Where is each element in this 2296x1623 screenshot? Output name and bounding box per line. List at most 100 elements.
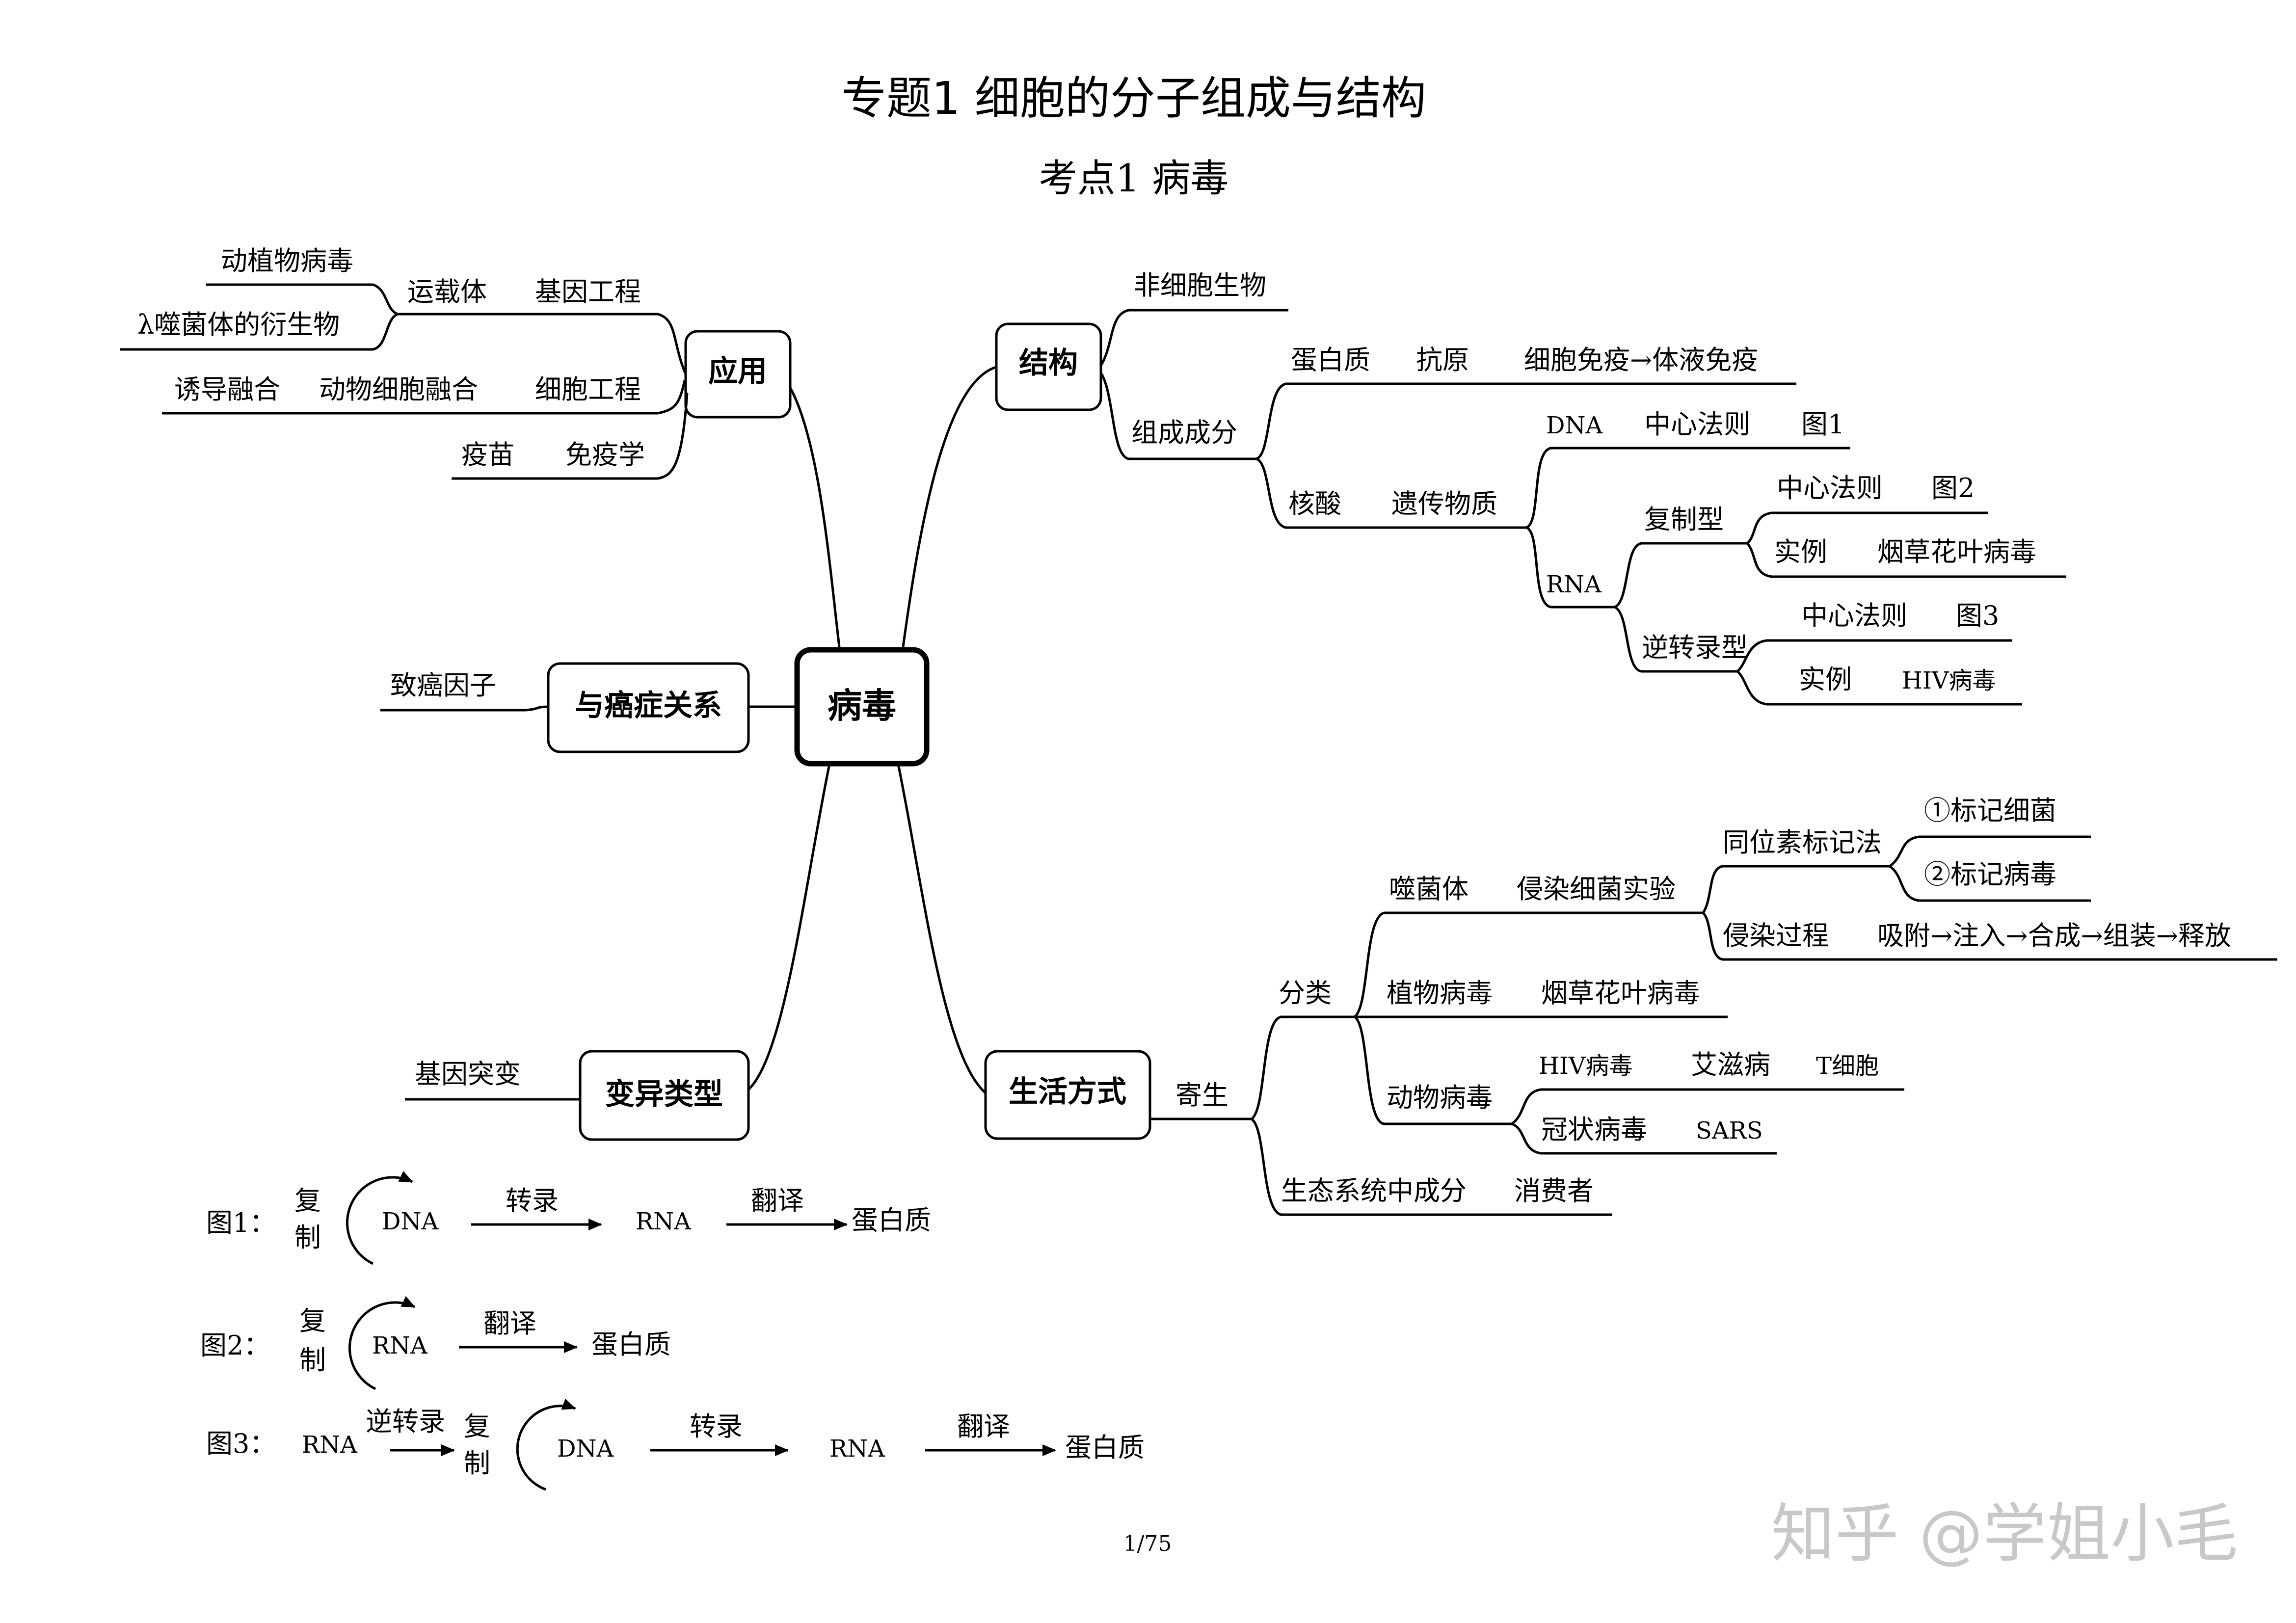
label-shili1: 实例 <box>1774 536 1827 567</box>
label-kangyuan: 抗原 <box>1416 345 1469 375</box>
fig3-start: RNA <box>302 1431 358 1459</box>
node-aizheng-label: 与癌症关系 <box>575 689 722 723</box>
fig3-op2: 翻译 <box>957 1411 1010 1442</box>
label-dongzhiwu: 动植物病毒 <box>221 245 353 276</box>
fig2-cycle-arrow <box>348 1296 416 1390</box>
fig1-zhi: 制 <box>294 1222 321 1253</box>
label-dongwubingdu: 动物病毒 <box>1387 1082 1493 1113</box>
label-aizibing: 艾滋病 <box>1691 1049 1770 1080</box>
fig2-src: RNA <box>372 1332 428 1359</box>
branch-jiegou: 结构 非细胞生物 组成成分 蛋白质 抗原 细胞免疫→体液免疫 核酸 遗传物质 D… <box>995 270 2066 706</box>
node-shenghuo-label: 生活方式 <box>1009 1075 1126 1109</box>
label-zhongxin1: 中心法则 <box>1644 409 1750 440</box>
fig3-end: 蛋白质 <box>1065 1432 1145 1463</box>
label-zhiwubingdu: 植物病毒 <box>1387 978 1493 1009</box>
label-biaoji1: ①标记细菌 <box>1924 795 2056 826</box>
label-nizhuan: 逆转录型 <box>1642 632 1748 663</box>
page-number: 1/75 <box>1123 1531 1172 1556</box>
node-jiegou-label: 结构 <box>1019 346 1078 380</box>
fig1-cycle-arrow <box>346 1171 413 1265</box>
label-shengtai: 生态系统中成分 <box>1281 1175 1467 1206</box>
fig3-op1: 转录 <box>690 1411 743 1442</box>
fig3-label: 图3： <box>206 1428 276 1459</box>
label-guocheng: 吸附→注入→合成→组装→释放 <box>1877 920 2231 951</box>
node-bianyi[interactable] <box>579 1050 750 1141</box>
fig1-src: DNA <box>382 1208 439 1235</box>
node-yingyong-label: 应用 <box>708 354 767 389</box>
label-mianyi: 细胞免疫→体液免疫 <box>1524 345 1758 375</box>
label-danbai: 蛋白质 <box>1291 345 1370 375</box>
label-youdao: 诱导融合 <box>174 374 280 405</box>
fig2-zhi: 制 <box>299 1345 326 1376</box>
page-subtitle: 考点1 病毒 <box>1039 157 1228 201</box>
label-tubian: 基因突变 <box>415 1059 521 1090</box>
fig1-op2: 翻译 <box>751 1185 804 1216</box>
label-yunzaiti: 运载体 <box>407 276 487 307</box>
node-shenghuo[interactable] <box>984 1050 1151 1140</box>
node-jiegou[interactable] <box>995 322 1102 411</box>
label-yancao2: 烟草花叶病毒 <box>1541 978 1700 1009</box>
center-node[interactable]: 病毒 <box>794 647 930 767</box>
label-hesuan: 核酸 <box>1288 488 1341 519</box>
label-lambda: λ噬菌体的衍生物 <box>137 309 340 340</box>
label-fuzhixing: 复制型 <box>1644 504 1724 535</box>
label-dongwuronghe: 动物细胞融合 <box>319 374 478 405</box>
label-tu2: 图2 <box>1931 473 1975 504</box>
fig2-op1: 翻译 <box>483 1308 536 1339</box>
label-yancao1: 烟草花叶病毒 <box>1877 536 2036 567</box>
fig3-op0: 逆转录 <box>366 1406 445 1437</box>
label-zucheng: 组成成分 <box>1131 417 1237 448</box>
fig3-zhi: 制 <box>464 1448 490 1479</box>
fig1-op1: 转录 <box>506 1185 559 1216</box>
label-biaoji2: ②标记病毒 <box>1924 859 2056 890</box>
label-qinran: 侵染细菌实验 <box>1517 874 1676 905</box>
branch-yingyong: 应用 动植物病毒 运载体 基因工程 λ噬菌体的衍生物 诱导融合 动物细胞融合 细… <box>120 245 792 480</box>
label-zhongxin2: 中心法则 <box>1777 473 1883 504</box>
figure-3: 图3： RNA 逆转录 复 制 DNA 转录 RNA 翻译 蛋白质 <box>206 1398 1145 1491</box>
watermark: 知乎 @学姐小毛 <box>1771 1496 2238 1571</box>
node-bianyi-label: 变异类型 <box>605 1077 723 1112</box>
fig1-mid: RNA <box>636 1208 692 1235</box>
fig1-label: 图1： <box>206 1207 276 1238</box>
label-hiv2: HIV病毒 <box>1539 1052 1633 1080</box>
label-tu1: 图1 <box>1801 409 1844 440</box>
fig3-src: DNA <box>557 1435 614 1463</box>
branch-shenghuo: 生活方式 寄生 分类 噬菌体 侵染细菌实验 同位素标记法 ①标记细菌 ②标记病毒… <box>984 795 2277 1216</box>
fig2-fu: 复 <box>299 1305 326 1336</box>
fig1-end: 蛋白质 <box>852 1205 931 1236</box>
page-title: 专题1 细胞的分子组成与结构 <box>841 72 1426 125</box>
label-tongwei: 同位素标记法 <box>1723 827 1882 858</box>
label-qinranguocheng: 侵染过程 <box>1723 920 1829 951</box>
label-shili2: 实例 <box>1799 664 1852 695</box>
fig3-cycle-arrow <box>516 1398 576 1491</box>
branch-aizheng: 与癌症关系 致癌因子 <box>380 662 750 753</box>
label-guanzhuang: 冠状病毒 <box>1541 1114 1647 1145</box>
label-dna: DNA <box>1546 412 1603 439</box>
center-connectors <box>748 366 997 1094</box>
label-shijunti: 噬菌体 <box>1389 874 1468 905</box>
node-yingyong[interactable] <box>684 330 792 419</box>
fig3-mid: RNA <box>829 1435 885 1463</box>
label-jisheng: 寄生 <box>1175 1080 1228 1111</box>
label-mianyixue: 免疫学 <box>565 439 645 470</box>
figure-1: 图1： 复 制 DNA 转录 RNA 翻译 蛋白质 <box>206 1171 931 1265</box>
fig1-fu: 复 <box>294 1185 321 1216</box>
label-tu3: 图3 <box>1956 600 1999 631</box>
label-rna: RNA <box>1546 571 1602 598</box>
label-hiv1: HIV病毒 <box>1902 667 1996 694</box>
label-zhiai: 致癌因子 <box>390 670 496 701</box>
center-label: 病毒 <box>828 686 896 726</box>
label-xibaogongcheng: 细胞工程 <box>535 374 641 405</box>
fig2-end: 蛋白质 <box>591 1329 671 1360</box>
fig2-label: 图2： <box>200 1330 270 1361</box>
label-yichuan: 遗传物质 <box>1391 488 1497 519</box>
label-zhongxin3: 中心法则 <box>1801 600 1907 631</box>
label-jiyingongcheng: 基因工程 <box>535 276 641 307</box>
label-yimiao: 疫苗 <box>461 439 514 470</box>
branch-bianyi: 变异类型 基因突变 <box>405 1050 750 1141</box>
label-sars: SARS <box>1696 1117 1763 1144</box>
label-feixibao: 非细胞生物 <box>1134 270 1266 301</box>
figure-2: 图2： 复 制 RNA 翻译 蛋白质 <box>200 1296 671 1390</box>
label-fenlei: 分类 <box>1279 978 1332 1009</box>
